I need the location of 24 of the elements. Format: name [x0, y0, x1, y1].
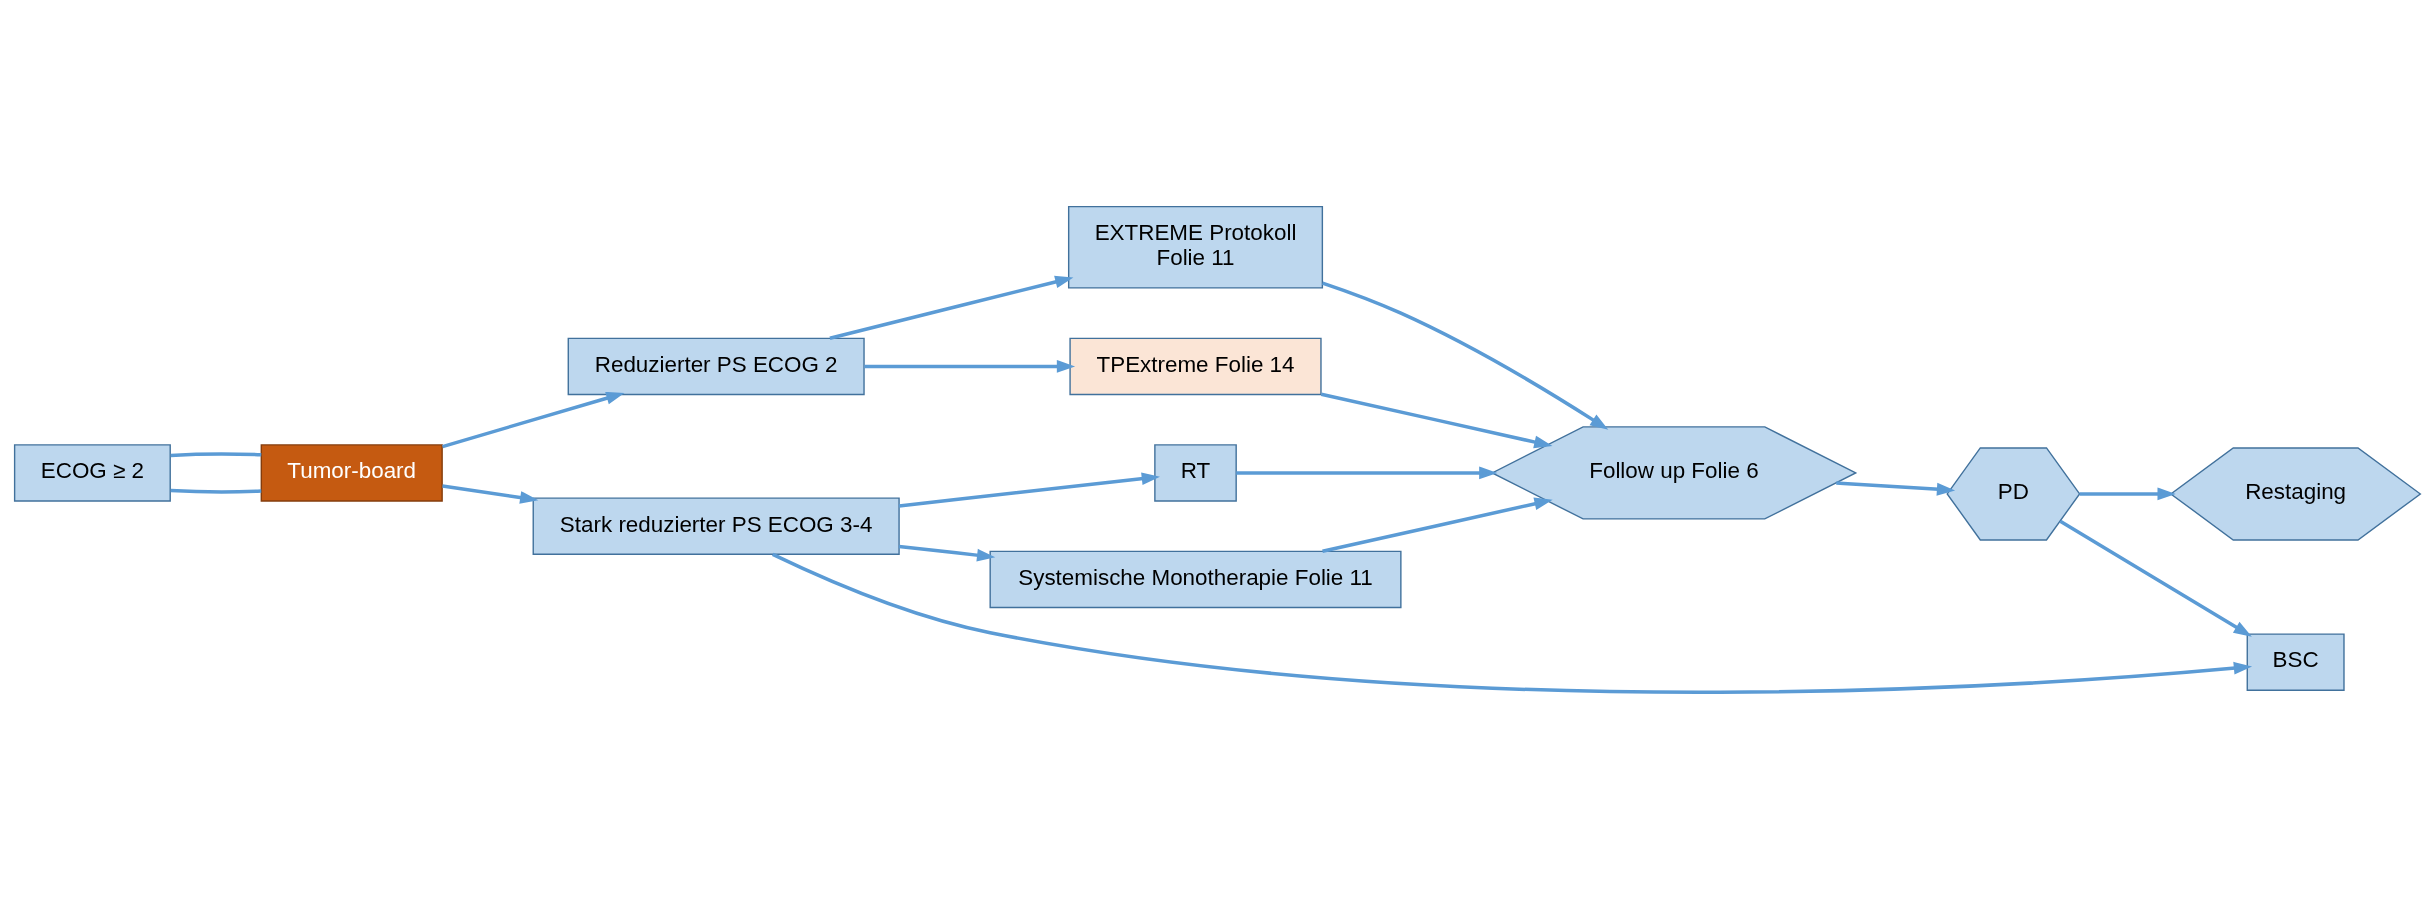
arrow [442, 391, 625, 448]
arrow [898, 471, 1160, 508]
arrow [1322, 280, 1609, 430]
arrow [2079, 487, 2176, 500]
connector [170, 488, 262, 494]
node-box: Stark reduzierter PS ECOG 3-4 [532, 496, 900, 555]
node-box: EXTREME Protokoll Folie 11 [1067, 205, 1324, 289]
arrow [829, 275, 1074, 340]
node-box: RT [1154, 443, 1237, 502]
arrow [1836, 480, 1956, 496]
arrow [2059, 519, 2252, 637]
arrow [864, 359, 1076, 373]
arrow [1320, 392, 1553, 448]
node-box: Systemische Monotherapie Folie 11 [989, 550, 1402, 608]
connector [170, 451, 262, 457]
node-box: BSC [2246, 632, 2345, 691]
arrow [1322, 497, 1553, 553]
node-box: Reduzierter PS ECOG 2 [567, 337, 865, 395]
arrow [898, 544, 996, 562]
node-box: ECOG ≥ 2 [13, 443, 171, 502]
arrow [442, 483, 539, 504]
node-box: TPExtreme Folie 14 [1069, 337, 1322, 395]
arrow [1236, 466, 1498, 479]
node-box: Tumor-board [260, 443, 443, 502]
